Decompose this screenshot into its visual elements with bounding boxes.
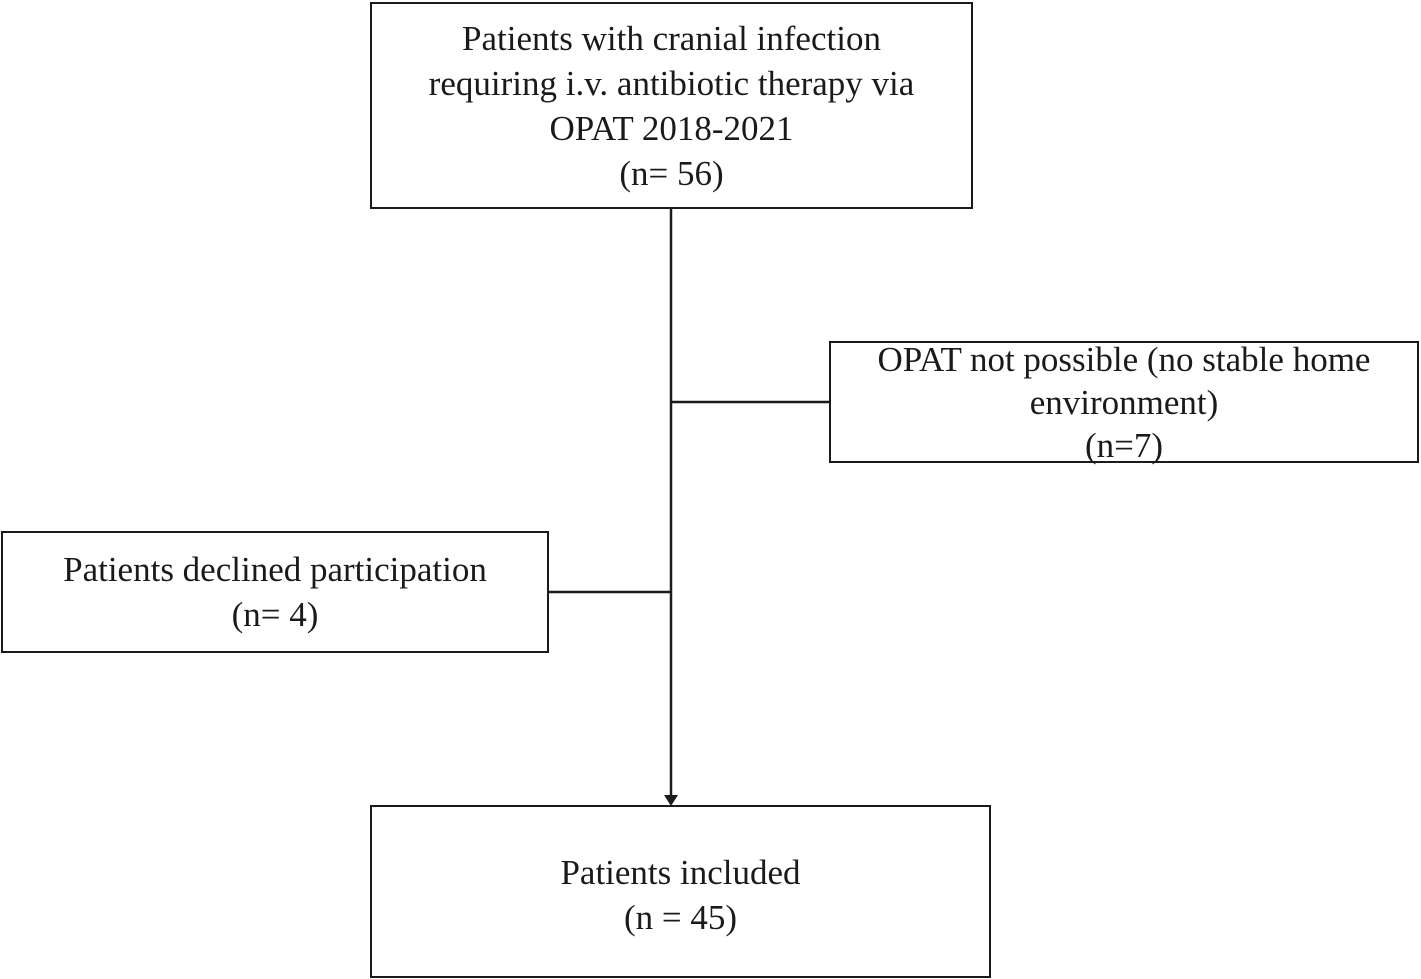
- exclusion-right-line-2: environment): [1029, 382, 1219, 422]
- arrowhead-down-icon: [664, 795, 678, 806]
- exclusion-box-opat-not-possible: OPAT not possible (no stable home enviro…: [829, 339, 1419, 465]
- enrollment-line-3: OPAT 2018-2021: [549, 108, 794, 148]
- exclusion-left-line-1: Patients declined participation: [63, 550, 487, 589]
- included-line-1: Patients included: [560, 852, 801, 892]
- included-box: Patients included (n = 45): [370, 805, 991, 978]
- enrollment-line-2: requiring i.v. antibiotic therapy via: [428, 63, 915, 103]
- enrollment-count: (n= 56): [619, 153, 724, 193]
- exclusion-right-line-1: OPAT not possible (no stable home: [877, 339, 1371, 379]
- exclusion-right-count: (n=7): [1084, 425, 1164, 465]
- included-count: (n = 45): [623, 897, 738, 937]
- exclusion-left-count: (n= 4): [231, 595, 319, 634]
- enrollment-line-1: Patients with cranial infection: [462, 18, 881, 58]
- enrollment-box: Patients with cranial infection requirin…: [370, 2, 973, 209]
- exclusion-box-declined: Patients declined participation (n= 4): [1, 531, 549, 653]
